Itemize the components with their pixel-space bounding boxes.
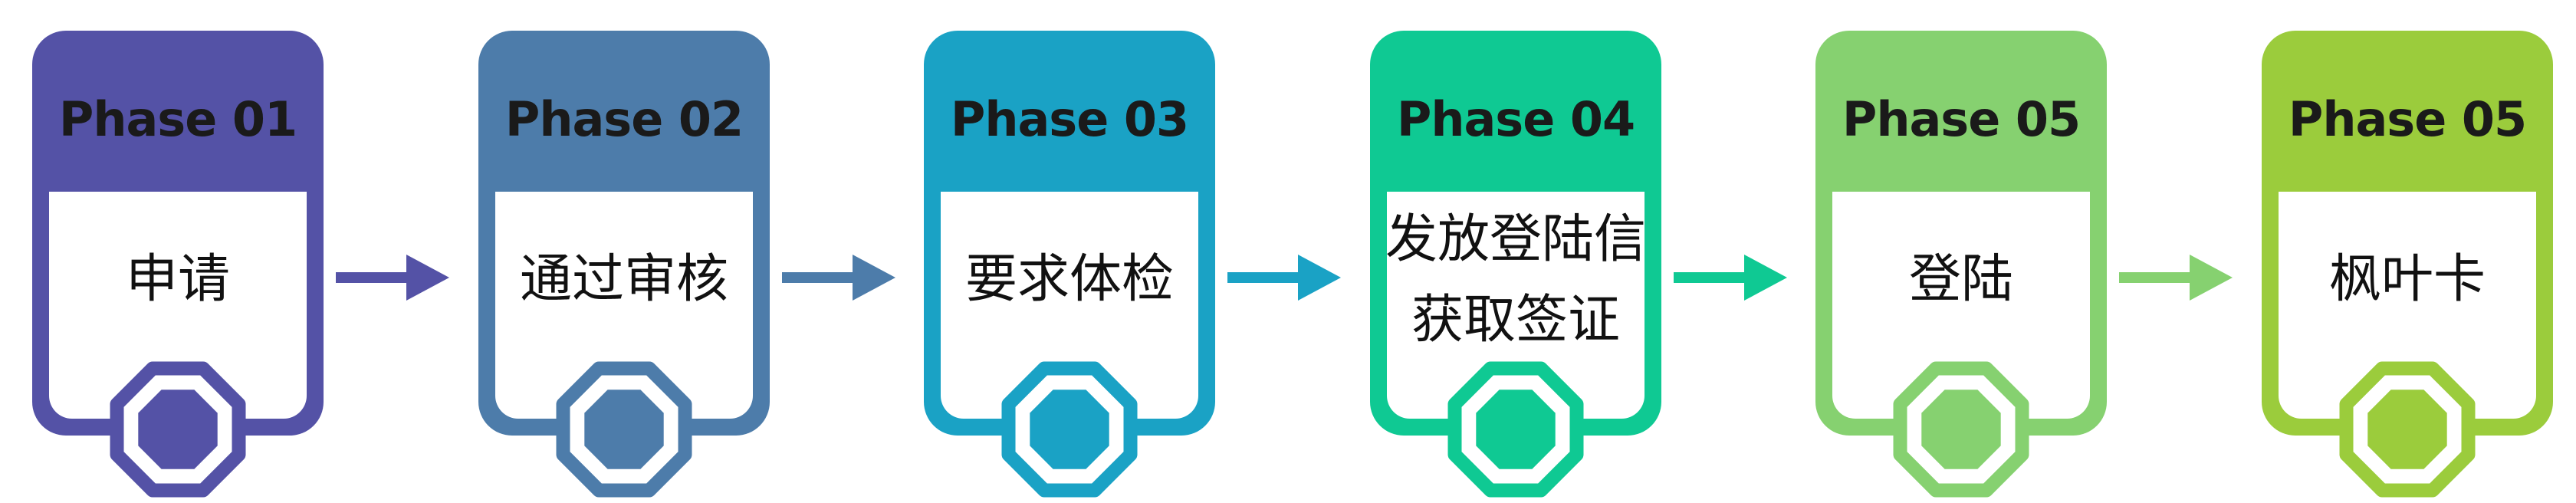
phase-title: Phase 02 [504,90,744,147]
right-arrow-icon [1674,255,1787,301]
phase-card-frame [32,31,324,498]
octagon-badge-icon [584,390,664,469]
octagon-badge-icon [138,390,218,469]
phase-card-frame [1815,31,2107,498]
phase-description-line: 发放登陆信 [1385,209,1647,270]
right-arrow-icon [1227,255,1341,301]
phase-description: 发放登陆信获取签证 [1385,196,1647,364]
phase-title: Phase 01 [58,90,297,147]
phase-description: 申请 [49,196,307,364]
phase-description-line: 枫叶卡 [2328,249,2486,311]
phase-card-5: Phase 05 登陆 [1815,31,2107,498]
phase-description: 登陆 [1832,196,2090,364]
right-arrow-icon [336,255,449,301]
octagon-badge-icon [1030,390,1109,469]
phase-card-2: Phase 02 通过审核 [478,31,770,498]
phase-card-6: Phase 05 枫叶卡 [2262,31,2553,498]
phase-card-frame [478,31,770,498]
phase-card-3: Phase 03 要求体检 [924,31,1215,498]
phase-title: Phase 05 [2288,90,2527,147]
phase-card-frame [2262,31,2553,498]
octagon-badge-icon [2367,390,2447,469]
phase-description-line: 申请 [125,249,230,311]
phase-title: Phase 05 [1842,90,2081,147]
phase-title: Phase 03 [950,90,1189,147]
right-arrow-icon [2119,255,2233,301]
phase-description-line: 获取签证 [1411,290,1620,350]
phase-title: Phase 04 [1396,90,1635,147]
octagon-badge-icon [1476,390,1556,469]
phase-description-line: 要求体检 [964,249,1174,311]
phase-card-frame [924,31,1215,498]
phase-card-4: Phase 04 发放登陆信获取签证 [1370,31,1661,498]
phase-description-line: 登陆 [1908,249,2013,311]
phase-description: 通过审核 [495,196,753,364]
phase-card-1: Phase 01 申请 [32,31,324,498]
phase-description: 要求体检 [941,196,1198,364]
phase-description: 枫叶卡 [2279,196,2536,364]
octagon-badge-icon [1921,390,2001,469]
right-arrow-icon [782,255,895,301]
phase-card-frame [1370,31,1661,498]
phase-description-line: 通过审核 [519,249,728,311]
